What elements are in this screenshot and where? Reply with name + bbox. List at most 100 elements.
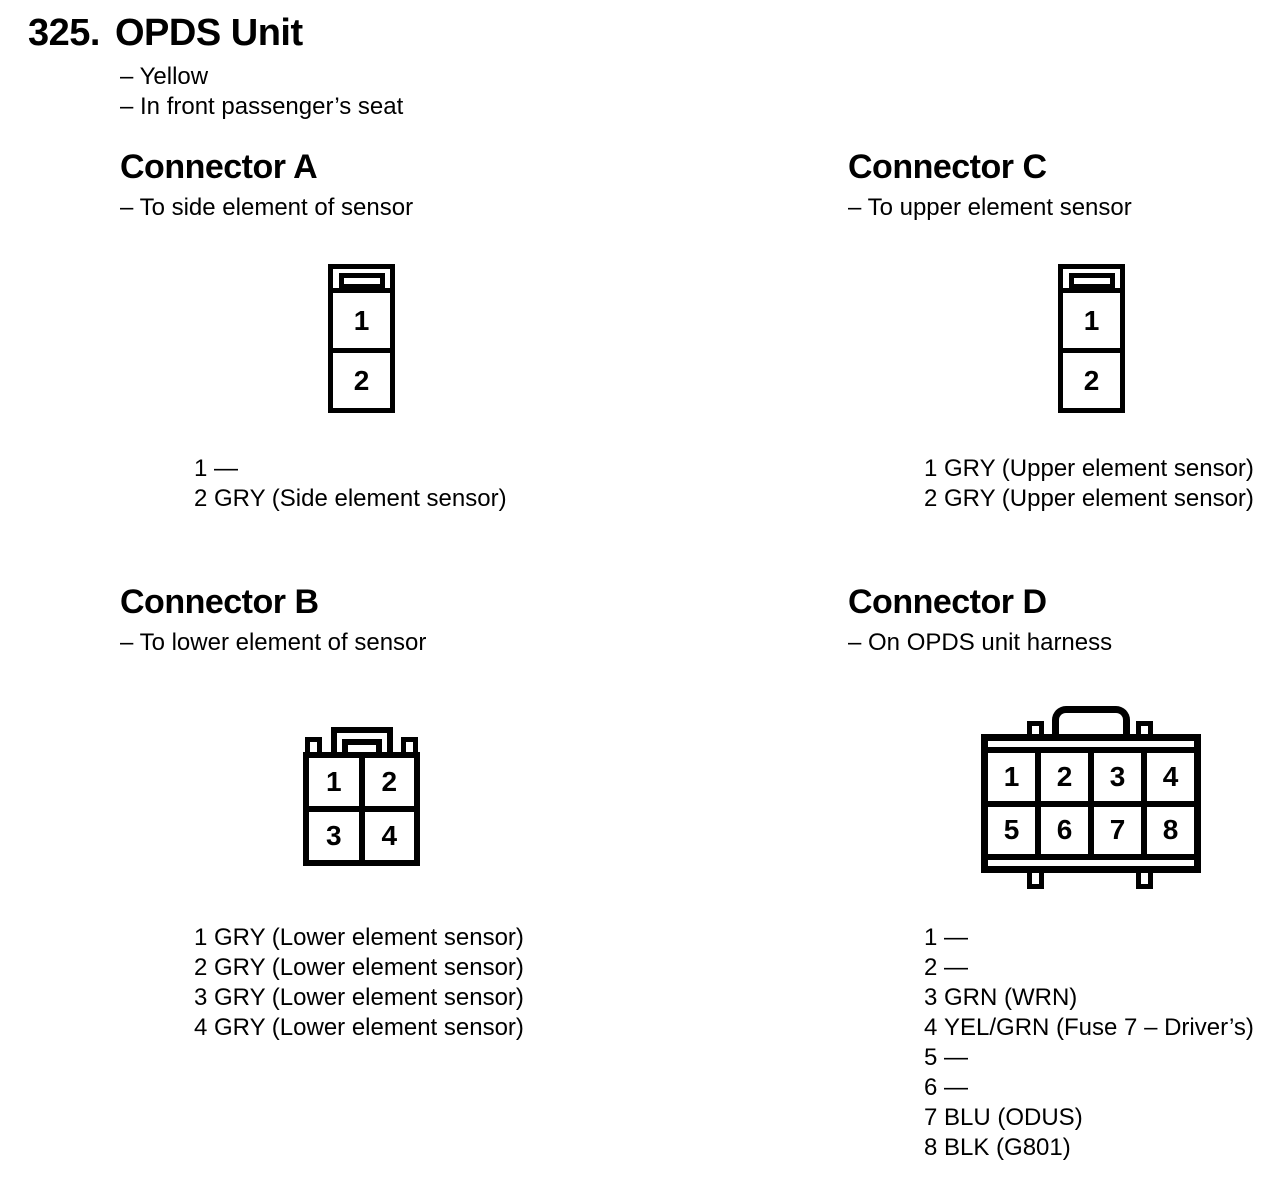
connector-c-cavity-2: 2 [1083, 364, 1100, 396]
connector-c-subtitle: – To upper element sensor [848, 194, 1132, 221]
connector-d-title: Connector D [848, 583, 1047, 621]
pin-description: GRN (WRN) [944, 984, 1078, 1011]
pin-description: GRY (Lower element sensor) [214, 954, 524, 981]
connector-d-top-gap [988, 741, 1194, 747]
connector-d-diagram: 1 2 3 4 5 6 7 8 [981, 706, 1201, 889]
pin-row: 4 YEL/GRN (Fuse 7 – Driver’s) [924, 1013, 1254, 1043]
pin-row: 1 GRY (Upper element sensor) [924, 454, 1254, 484]
connector-b-title: Connector B [120, 583, 319, 621]
connector-b-latch-inner [341, 739, 382, 753]
connector-c-top-bar [1063, 288, 1120, 293]
pin-row: 1 — [924, 923, 1254, 953]
page-title: 325. OPDS Unit [28, 12, 303, 55]
connector-b-cavity-3: 3 [309, 812, 359, 860]
pin-description: YEL/GRN (Fuse 7 – Driver’s) [944, 1014, 1254, 1041]
connector-c-latch [1068, 273, 1115, 289]
connector-b-body: 1 2 3 4 [303, 752, 420, 866]
pin-row: 1 — [194, 454, 507, 484]
page-notes: – Yellow – In front passenger’s seat [120, 62, 403, 122]
pin-row: 2 GRY (Side element sensor) [194, 484, 507, 514]
pin-description: GRY (Lower element sensor) [214, 1014, 524, 1041]
pin-number: 1 [924, 455, 938, 482]
connector-c-divider [1063, 348, 1120, 353]
connector-a-diagram: 1 2 [328, 264, 395, 413]
pin-number: 2 [924, 485, 938, 512]
pin-number: 2 [194, 954, 208, 981]
pin-row: 3 GRY (Lower element sensor) [194, 983, 524, 1013]
connector-a-divider [333, 348, 390, 353]
connector-b-cavity-1: 1 [309, 758, 359, 806]
connector-d-pinlist: 1 — 2 — 3 GRN (WRN) 4 YEL/GRN (Fuse 7 – … [924, 923, 1254, 1163]
connector-d-cavity-4: 4 [1147, 753, 1194, 801]
connector-d-cavity-grid: 1 2 3 4 5 6 7 8 [988, 753, 1194, 854]
connector-d-cavity-5: 5 [988, 806, 1035, 854]
connector-a-pinlist: 1 — 2 GRY (Side element sensor) [194, 454, 507, 514]
pin-number: 5 [924, 1044, 938, 1071]
connector-a-cavity-2: 2 [353, 364, 370, 396]
connector-a-cavity-1: 1 [353, 304, 370, 336]
pin-number: 1 [194, 455, 208, 482]
pin-row: 6 — [924, 1073, 1254, 1103]
pin-row: 7 BLU (ODUS) [924, 1103, 1254, 1133]
page-title-text: OPDS Unit [115, 12, 303, 54]
pin-number: 4 [194, 1014, 208, 1041]
pin-row: 2 GRY (Upper element sensor) [924, 484, 1254, 514]
connector-b-cavity-4: 4 [364, 812, 414, 860]
note-color: – Yellow [120, 63, 209, 90]
pin-number: 1 [924, 924, 938, 951]
pin-description: GRY (Upper element sensor) [944, 485, 1254, 512]
connector-a-latch [338, 273, 385, 289]
connector-b-cavity-2: 2 [364, 758, 414, 806]
pin-description: BLU (ODUS) [944, 1104, 1083, 1131]
connector-a-title: Connector A [120, 148, 318, 186]
pin-number: 2 [924, 954, 938, 981]
connector-a-top-bar [333, 288, 390, 293]
pin-description: — [944, 1044, 968, 1071]
connector-d-cavity-8: 8 [1147, 806, 1194, 854]
pin-number: 4 [924, 1014, 938, 1041]
note-location: – In front passenger’s seat [120, 93, 404, 120]
pin-row: 1 GRY (Lower element sensor) [194, 923, 524, 953]
pin-description: — [944, 924, 968, 951]
pin-row: 5 — [924, 1043, 1254, 1073]
pin-row: 2 GRY (Lower element sensor) [194, 953, 524, 983]
connector-a-subtitle: – To side element of sensor [120, 194, 414, 221]
connector-c-title: Connector C [848, 148, 1047, 186]
connector-c-diagram: 1 2 [1058, 264, 1125, 413]
pin-description: GRY (Side element sensor) [214, 485, 507, 512]
connector-b-subtitle: – To lower element of sensor [120, 629, 427, 656]
pin-description: BLK (G801) [944, 1134, 1071, 1161]
page-title-number: 325. [28, 12, 100, 54]
pin-number: 3 [924, 984, 938, 1011]
pin-number: 7 [924, 1104, 938, 1131]
connector-b-pinlist: 1 GRY (Lower element sensor) 2 GRY (Lowe… [194, 923, 524, 1043]
pin-description: — [944, 954, 968, 981]
connector-d-bottom-gap [988, 860, 1194, 866]
pin-description: GRY (Lower element sensor) [214, 984, 524, 1011]
pin-number: 8 [924, 1134, 938, 1161]
pin-description: — [214, 455, 238, 482]
pin-row: 4 GRY (Lower element sensor) [194, 1013, 524, 1043]
connector-d-body: 1 2 3 4 5 6 7 8 [981, 734, 1201, 873]
pin-row: 3 GRN (WRN) [924, 983, 1254, 1013]
pin-number: 6 [924, 1074, 938, 1101]
pin-number: 2 [194, 485, 208, 512]
pin-description: — [944, 1074, 968, 1101]
connector-c-pinlist: 1 GRY (Upper element sensor) 2 GRY (Uppe… [924, 454, 1254, 514]
pin-description: GRY (Lower element sensor) [214, 924, 524, 951]
connector-d-subtitle: – On OPDS unit harness [848, 629, 1113, 656]
connector-d-bottom-rim [988, 854, 1194, 860]
pin-number: 1 [194, 924, 208, 951]
connector-d-cavity-3: 3 [1094, 753, 1141, 801]
pin-row: 8 BLK (G801) [924, 1133, 1254, 1163]
connector-d-cavity-7: 7 [1094, 806, 1141, 854]
connector-d-cavity-2: 2 [1041, 753, 1088, 801]
connector-d-cavity-6: 6 [1041, 806, 1088, 854]
pin-number: 3 [194, 984, 208, 1011]
connector-d-cavity-1: 1 [988, 753, 1035, 801]
pin-row: 2 — [924, 953, 1254, 983]
connector-b-diagram: 1 2 3 4 [303, 727, 420, 866]
connector-d-top-rim [988, 747, 1194, 753]
connector-c-cavity-1: 1 [1083, 304, 1100, 336]
